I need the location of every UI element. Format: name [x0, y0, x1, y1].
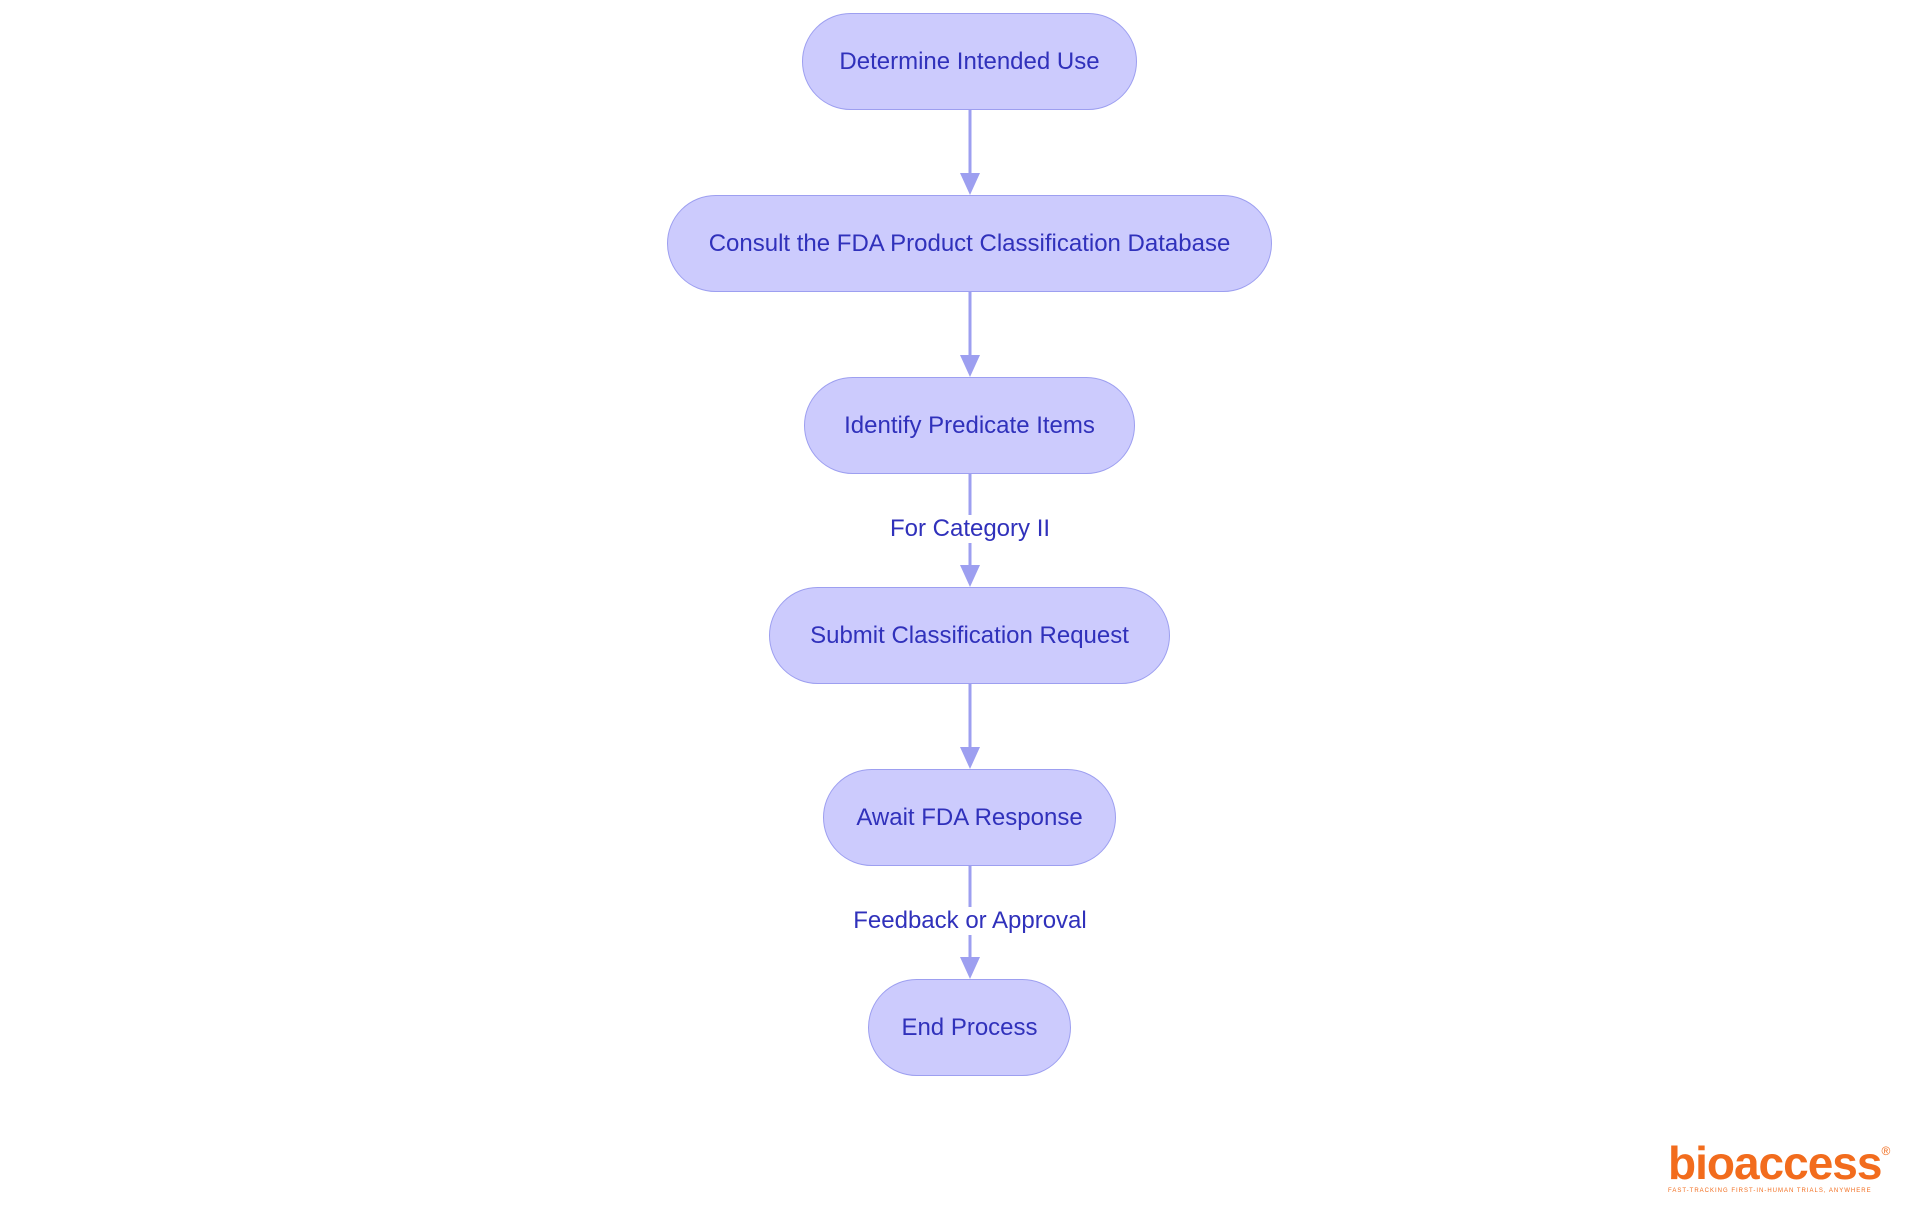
arrow-intended-use-to-consult [960, 110, 980, 195]
bioaccess-logo: bioaccess® FAST-TRACKING FIRST-IN-HUMAN … [1668, 1137, 1891, 1194]
node-determine-intended-use: Determine Intended Use [802, 13, 1137, 110]
arrow-consult-to-identify [960, 292, 980, 377]
node-consult-fda-database: Consult the FDA Product Classification D… [667, 195, 1272, 292]
arrow-head [960, 957, 980, 979]
node-end-process: End Process [868, 979, 1071, 1076]
edge-label-for-category-ii: For Category II [886, 515, 1054, 543]
arrow-head [960, 565, 980, 587]
arrow-submit-to-await [960, 684, 980, 769]
logo-tagline: FAST-TRACKING FIRST-IN-HUMAN TRIALS, ANY… [1668, 1188, 1872, 1194]
arrow-head [960, 355, 980, 377]
registered-mark: ® [1881, 1144, 1891, 1158]
node-submit-classification-request: Submit Classification Request [769, 587, 1170, 684]
edge-label-feedback-or-approval: Feedback or Approval [850, 907, 1090, 935]
logo-wordmark: bioaccess [1668, 1137, 1882, 1189]
arrow-head [960, 747, 980, 769]
node-identify-predicate-items: Identify Predicate Items [804, 377, 1135, 474]
node-await-fda-response: Await FDA Response [823, 769, 1116, 866]
arrow-head [960, 173, 980, 195]
